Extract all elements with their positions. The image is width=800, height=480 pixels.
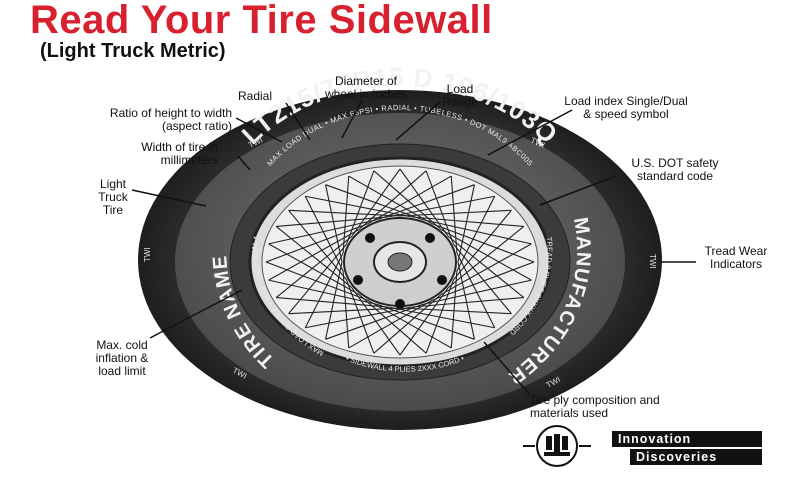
spoke (425, 170, 455, 245)
leader-ply (483, 341, 531, 396)
spoke (432, 223, 535, 263)
spoke (422, 218, 532, 245)
spoke (275, 225, 353, 288)
hub-bore (387, 252, 413, 272)
spoke (457, 184, 475, 263)
callout-light-truck: Light Truck Tire (98, 177, 128, 217)
spoke (304, 252, 344, 329)
leader-light-truck (131, 189, 207, 207)
spoke (399, 307, 512, 315)
lug-nuts (353, 233, 447, 309)
leader-lines (131, 99, 696, 396)
spoke (411, 297, 524, 308)
spoke (367, 175, 452, 225)
spoke (342, 176, 350, 254)
innovation-discoveries-logo (523, 425, 591, 467)
spoke (265, 223, 368, 263)
callout-load-index: Load index Single/Dual & speed symbol (564, 94, 688, 121)
spoke (276, 297, 389, 308)
page-subtitle: (Light Truck Metric) (40, 40, 226, 62)
spoke (348, 299, 433, 349)
spoke (268, 279, 378, 306)
brand-line-1: Innovation (612, 431, 762, 447)
brand-line-2: Discoveries (630, 449, 762, 465)
spoke (265, 261, 368, 301)
spoke (425, 279, 455, 354)
leader-dot (539, 175, 617, 206)
spoke (288, 307, 401, 315)
spoke (447, 225, 525, 288)
callout-load-range: Load Range (442, 82, 478, 109)
spoke (440, 243, 532, 296)
callout-width: Width of tire in millimeters (141, 140, 218, 167)
page-title: Read Your Tire Sidewall (30, 0, 493, 42)
spoke (304, 195, 344, 272)
spoke (305, 306, 412, 329)
callout-aspect-ratio: Ratio of height to width (aspect ratio) (109, 106, 232, 133)
spoke (288, 209, 347, 280)
callout-max-cold: Max. cold inflation & load limit (95, 338, 149, 378)
brand-badge: Innovation Discoveries (612, 431, 762, 467)
spoke (325, 184, 343, 263)
callout-dot: U.S. DOT safety standard code (631, 156, 719, 183)
twi-marker: TWI (143, 247, 152, 262)
spoke (450, 176, 458, 254)
spoke (325, 303, 423, 340)
spoke (450, 270, 458, 348)
leader-aspect (235, 117, 283, 143)
leader-load-range (395, 101, 441, 141)
spoke (358, 170, 427, 230)
spoke (325, 261, 343, 340)
spoke (351, 168, 401, 237)
callout-radial: Radial (238, 89, 273, 103)
spoke (373, 294, 442, 354)
spoke (377, 184, 475, 221)
callout-tread-wear: Tread Wear Indicators (704, 244, 768, 271)
spoke (399, 287, 449, 356)
spoke (453, 209, 512, 280)
leader-width (237, 155, 251, 171)
leader-load-index (487, 109, 573, 156)
spoke (388, 195, 495, 218)
spoke (276, 216, 389, 227)
spoke (342, 270, 350, 348)
callout-diameter: Diameter of wheel in inches (324, 74, 408, 101)
spoke (457, 261, 475, 340)
spoke (358, 294, 427, 354)
spoke (432, 261, 535, 301)
spoke (348, 175, 433, 225)
spoke (268, 243, 360, 296)
spoke (288, 209, 401, 217)
twi-marker: TWI (648, 254, 657, 269)
spoke (453, 244, 512, 315)
spoke (288, 244, 347, 315)
spoke (411, 216, 524, 227)
spoke (345, 279, 375, 354)
spoke (456, 252, 496, 329)
callout-ply: Tire ply composition and materials used (530, 393, 660, 420)
spoke (399, 209, 512, 217)
leader-radial (285, 102, 311, 141)
leader-diameter (341, 99, 363, 139)
spoke (367, 299, 452, 349)
spoke (456, 195, 496, 272)
spoke (373, 170, 442, 230)
wire-spokes (265, 168, 535, 356)
leader-max-cold (149, 289, 243, 339)
spoke (345, 170, 375, 245)
